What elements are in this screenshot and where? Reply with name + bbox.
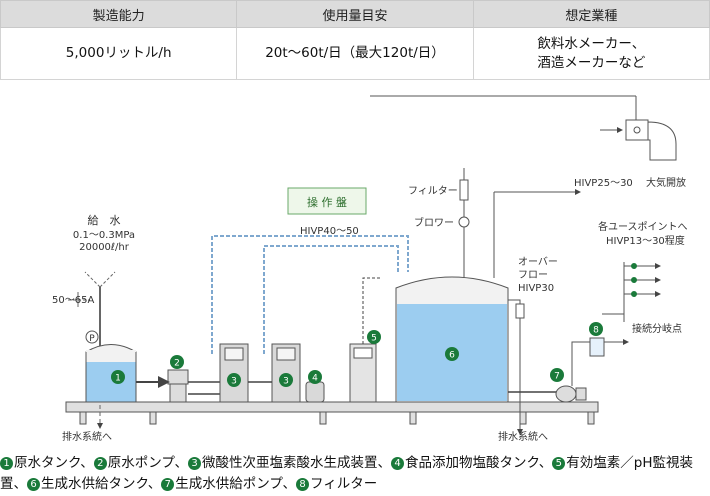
legend-label: 原水タンク、	[14, 455, 94, 471]
system-diagram: 給 水 0.1～0.3MPa 20000ℓ/hr 50～65A P 操 作 盤 …	[52, 95, 688, 443]
svg-text:7: 7	[554, 372, 560, 382]
legend-label: 微酸性次亜塩素酸水生成装置、	[202, 455, 391, 471]
exhaust-fan-icon	[625, 119, 677, 161]
spec-table: 製造能力 使用量目安 想定業種 5,000リットル/h 20t～60t/日（最大…	[0, 0, 710, 80]
blower-line	[458, 168, 470, 287]
generator-output-lines	[211, 235, 409, 354]
hcl-tank	[305, 381, 325, 403]
legend-number: 2	[93, 457, 107, 470]
legend-number: 5	[552, 457, 566, 470]
svg-text:8: 8	[593, 326, 599, 336]
branch-point-label: 接続分岐点	[632, 322, 682, 335]
svg-text:4: 4	[312, 374, 318, 384]
control-panel-label: 操 作 盤	[307, 195, 347, 209]
use-point-lines	[602, 262, 661, 322]
legend-label: 食品添加物塩酸タンク、	[405, 455, 553, 471]
raw-water-tank	[85, 344, 137, 403]
overflow-label-3: HIVP30	[518, 283, 554, 294]
badge-5: 5	[367, 330, 381, 344]
badge-8: 8	[589, 322, 603, 336]
spec-header-row: 製造能力 使用量目安 想定業種	[0, 0, 710, 28]
control-panel: 操 作 盤	[287, 187, 367, 215]
use-points-label-1: 各ユースポイントへ	[598, 220, 688, 233]
svg-text:2: 2	[174, 359, 180, 369]
legend-number: 6	[27, 478, 40, 491]
pressure-gauge-label: P	[89, 334, 95, 344]
base-frame	[65, 401, 599, 425]
svg-text:3: 3	[231, 377, 237, 387]
industry-line-1: 飲料水メーカー、	[537, 35, 646, 52]
vent-lines	[370, 95, 637, 278]
raw-water-pump	[136, 369, 220, 403]
spec-value-row: 5,000リットル/h 20t～60t/日（最大120t/日） 飲料水メーカー、…	[0, 27, 710, 80]
badge-7: 7	[550, 368, 564, 382]
legend-number: 3	[188, 457, 201, 470]
svg-text:1: 1	[115, 374, 121, 384]
legend-number: 1	[0, 457, 13, 470]
legend-label: フィルター	[310, 476, 378, 492]
header-capacity: 製造能力	[0, 0, 238, 28]
atmosphere-open-label: 大気開放	[646, 176, 686, 189]
hivp-40-50-label: HIVP40～50	[300, 226, 359, 237]
legend-label: 生成水供給ポンプ、	[175, 476, 296, 492]
component-badges: 1 2 3 3 4 5 6 7 8	[111, 322, 603, 387]
svg-text:5: 5	[371, 334, 377, 344]
use-points-label-2: HIVP13～30程度	[606, 234, 685, 247]
overflow-pipe	[508, 299, 525, 435]
supply-pipe-label: 50～65A	[52, 295, 94, 306]
monitoring-device	[349, 277, 380, 403]
value-usage: 20t～60t/日（最大120t/日）	[236, 27, 474, 80]
supply-tank	[395, 276, 509, 403]
supply-label-2: 0.1～0.3MPa	[73, 230, 135, 241]
badge-3b: 3	[279, 373, 293, 387]
badge-1: 1	[111, 370, 125, 384]
overflow-label-1: オーバー	[518, 256, 558, 268]
final-filter	[571, 337, 629, 386]
value-industry: 飲料水メーカー、 酒造メーカーなど	[472, 27, 710, 80]
blower-label: ブロワー	[414, 216, 454, 229]
svg-text:6: 6	[449, 351, 455, 361]
header-industry: 想定業種	[472, 0, 710, 28]
svg-text:3: 3	[283, 377, 289, 387]
legend-label: 生成水供給タンク、	[41, 476, 162, 492]
drain-left-label: 排水系統へ	[62, 430, 112, 443]
pressure-gauge-icon: P	[85, 330, 99, 344]
industry-line-2: 酒造メーカーなど	[537, 54, 646, 71]
legend-label: 原水ポンプ、	[107, 455, 188, 471]
drain-right-label: 排水系統へ	[498, 430, 548, 443]
header-usage: 使用量目安	[236, 0, 474, 28]
hivp-25-30-label: HIVP25～30	[574, 178, 633, 189]
badge-6: 6	[445, 347, 459, 361]
valve-icons	[631, 263, 637, 297]
value-capacity: 5,000リットル/h	[0, 27, 238, 80]
badge-3a: 3	[227, 373, 241, 387]
legend-number: 8	[296, 478, 309, 491]
supply-label-1: 給 水	[88, 213, 121, 227]
legend-label: 有効塩素／pH監視装置、	[0, 455, 694, 492]
filter-label: フィルター	[408, 185, 458, 197]
badge-2: 2	[170, 355, 184, 369]
legend-number: 7	[161, 478, 175, 491]
badge-4: 4	[308, 370, 322, 384]
legend-number: 4	[391, 457, 404, 470]
supply-pump	[508, 385, 587, 403]
supply-label-3: 20000ℓ/hr	[79, 242, 130, 253]
overflow-label-2: フロー	[518, 270, 548, 281]
